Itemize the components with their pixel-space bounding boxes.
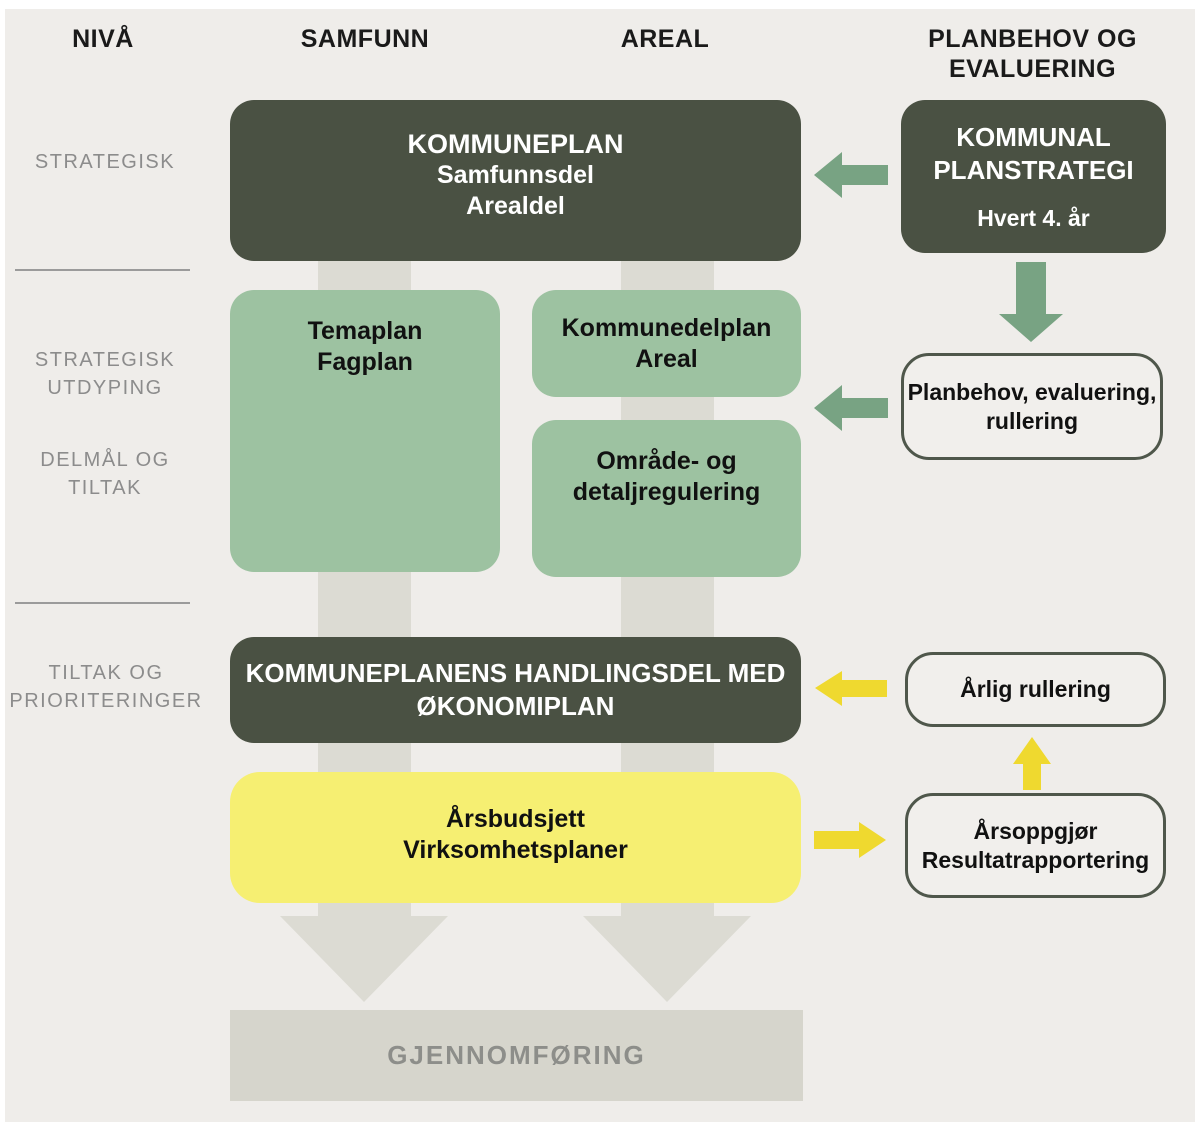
arsbudsjett-line1: Årsbudsjett — [446, 804, 585, 833]
delmal-line2: TILTAK — [68, 477, 142, 499]
planstrategi-line1: KOMMUNAL — [956, 121, 1111, 152]
kommunedelplan-line2: Areal — [635, 344, 698, 373]
big-down-arrow-samfunn-icon — [280, 916, 448, 1002]
omrade-line2: detaljregulering — [572, 477, 761, 506]
column-header-planbehov: PLANBEHOV OG EVALUERING — [895, 24, 1170, 84]
column-header-planbehov-line2: EVALUERING — [948, 55, 1117, 83]
strategisk-utdyping-line1: STRATEGISK — [34, 349, 176, 371]
kommuneplan-box: KOMMUNEPLAN Samfunnsdel Arealdel — [230, 100, 801, 261]
planstrategi-line2: PLANSTRATEGI — [933, 154, 1134, 185]
column-header-niva: NIVÅ — [72, 25, 134, 53]
handlingsdel-line1: KOMMUNEPLANENS HANDLINGSDEL MED — [245, 658, 786, 688]
arlig-rullering-box: Årlig rullering — [905, 652, 1166, 727]
gjennomforing-label: GJENNOMFØRING — [387, 1040, 646, 1070]
level-divider-1 — [15, 269, 190, 271]
planbehov-line2: rullering — [985, 407, 1078, 434]
arrow-planstrategi-to-planbehov-icon — [999, 262, 1063, 342]
planbehov-evaluering-box: Planbehov, evaluering, rullering — [901, 353, 1163, 460]
arsoppgjor-line2: Resultatrapportering — [921, 846, 1150, 873]
kommuneplan-line1: KOMMUNEPLAN — [407, 128, 624, 159]
delmal-line1: DELMÅL OG — [40, 449, 170, 471]
omrade-line1: Område- og — [596, 446, 737, 475]
omrade-detaljregulering-box: Område- og detaljregulering — [532, 420, 801, 577]
arrow-planstrategi-to-kommuneplan-icon — [814, 152, 888, 198]
strategisk-utdyping-line2: UTDYPING — [47, 377, 163, 399]
arlig-rullering-label: Årlig rullering — [960, 676, 1111, 702]
arsoppgjor-box: Årsoppgjør Resultatrapportering — [905, 793, 1166, 898]
gjennomforing-box: GJENNOMFØRING — [230, 1010, 803, 1101]
big-down-arrow-areal-icon — [583, 916, 751, 1002]
kommuneplan-line3: Arealdel — [466, 191, 565, 220]
temaplan-line2: Fagplan — [317, 348, 413, 376]
level-label-tiltak-og-prioriteringer: TILTAK OG PRIORITERINGER — [0, 659, 212, 715]
arsbudsjett-box: Årsbudsjett Virksomhetsplaner — [230, 772, 801, 903]
level-label-strategisk: STRATEGISK — [34, 151, 176, 173]
column-header-planbehov-line1: PLANBEHOV OG — [928, 25, 1137, 53]
tiltak-line1: TILTAK OG — [48, 662, 164, 684]
column-header-samfunn: SAMFUNN — [300, 25, 430, 53]
arsoppgjor-line1: Årsoppgjør — [973, 817, 1098, 844]
temaplan-line1: Temaplan — [307, 317, 423, 345]
level-label-delmal-og-tiltak: DELMÅL OG TILTAK — [0, 446, 210, 502]
arrow-arsoppgjor-to-arlig-rullering-icon — [1013, 737, 1051, 790]
arsbudsjett-line2: Virksomhetsplaner — [403, 835, 628, 864]
handlingsdel-box: KOMMUNEPLANENS HANDLINGSDEL MED ØKONOMIP… — [230, 637, 801, 743]
planstrategi-line3: Hvert 4. år — [977, 204, 1090, 231]
kommunedelplan-box: Kommunedelplan Areal — [532, 290, 801, 397]
temaplan-box: Temaplan Fagplan — [230, 290, 500, 572]
planbehov-line1: Planbehov, evaluering, — [907, 378, 1157, 405]
arrow-arsbudsjett-to-arsoppgjor-icon — [814, 822, 886, 858]
level-label-strategisk-utdyping: STRATEGISK UTDYPING — [0, 346, 210, 402]
kommunal-planstrategi-box: KOMMUNAL PLANSTRATEGI Hvert 4. år — [901, 100, 1166, 253]
kommuneplan-line2: Samfunnsdel — [437, 160, 594, 189]
arrow-arlig-rullering-to-handlingsdel-icon — [815, 671, 887, 706]
arrow-planbehov-to-kommunedelplan-icon — [814, 385, 888, 431]
kommunedelplan-line1: Kommunedelplan — [561, 313, 772, 342]
tiltak-line2: PRIORITERINGER — [9, 690, 203, 712]
handlingsdel-line2: ØKONOMIPLAN — [416, 691, 615, 721]
column-header-areal: AREAL — [620, 25, 710, 53]
level-divider-2 — [15, 602, 190, 604]
